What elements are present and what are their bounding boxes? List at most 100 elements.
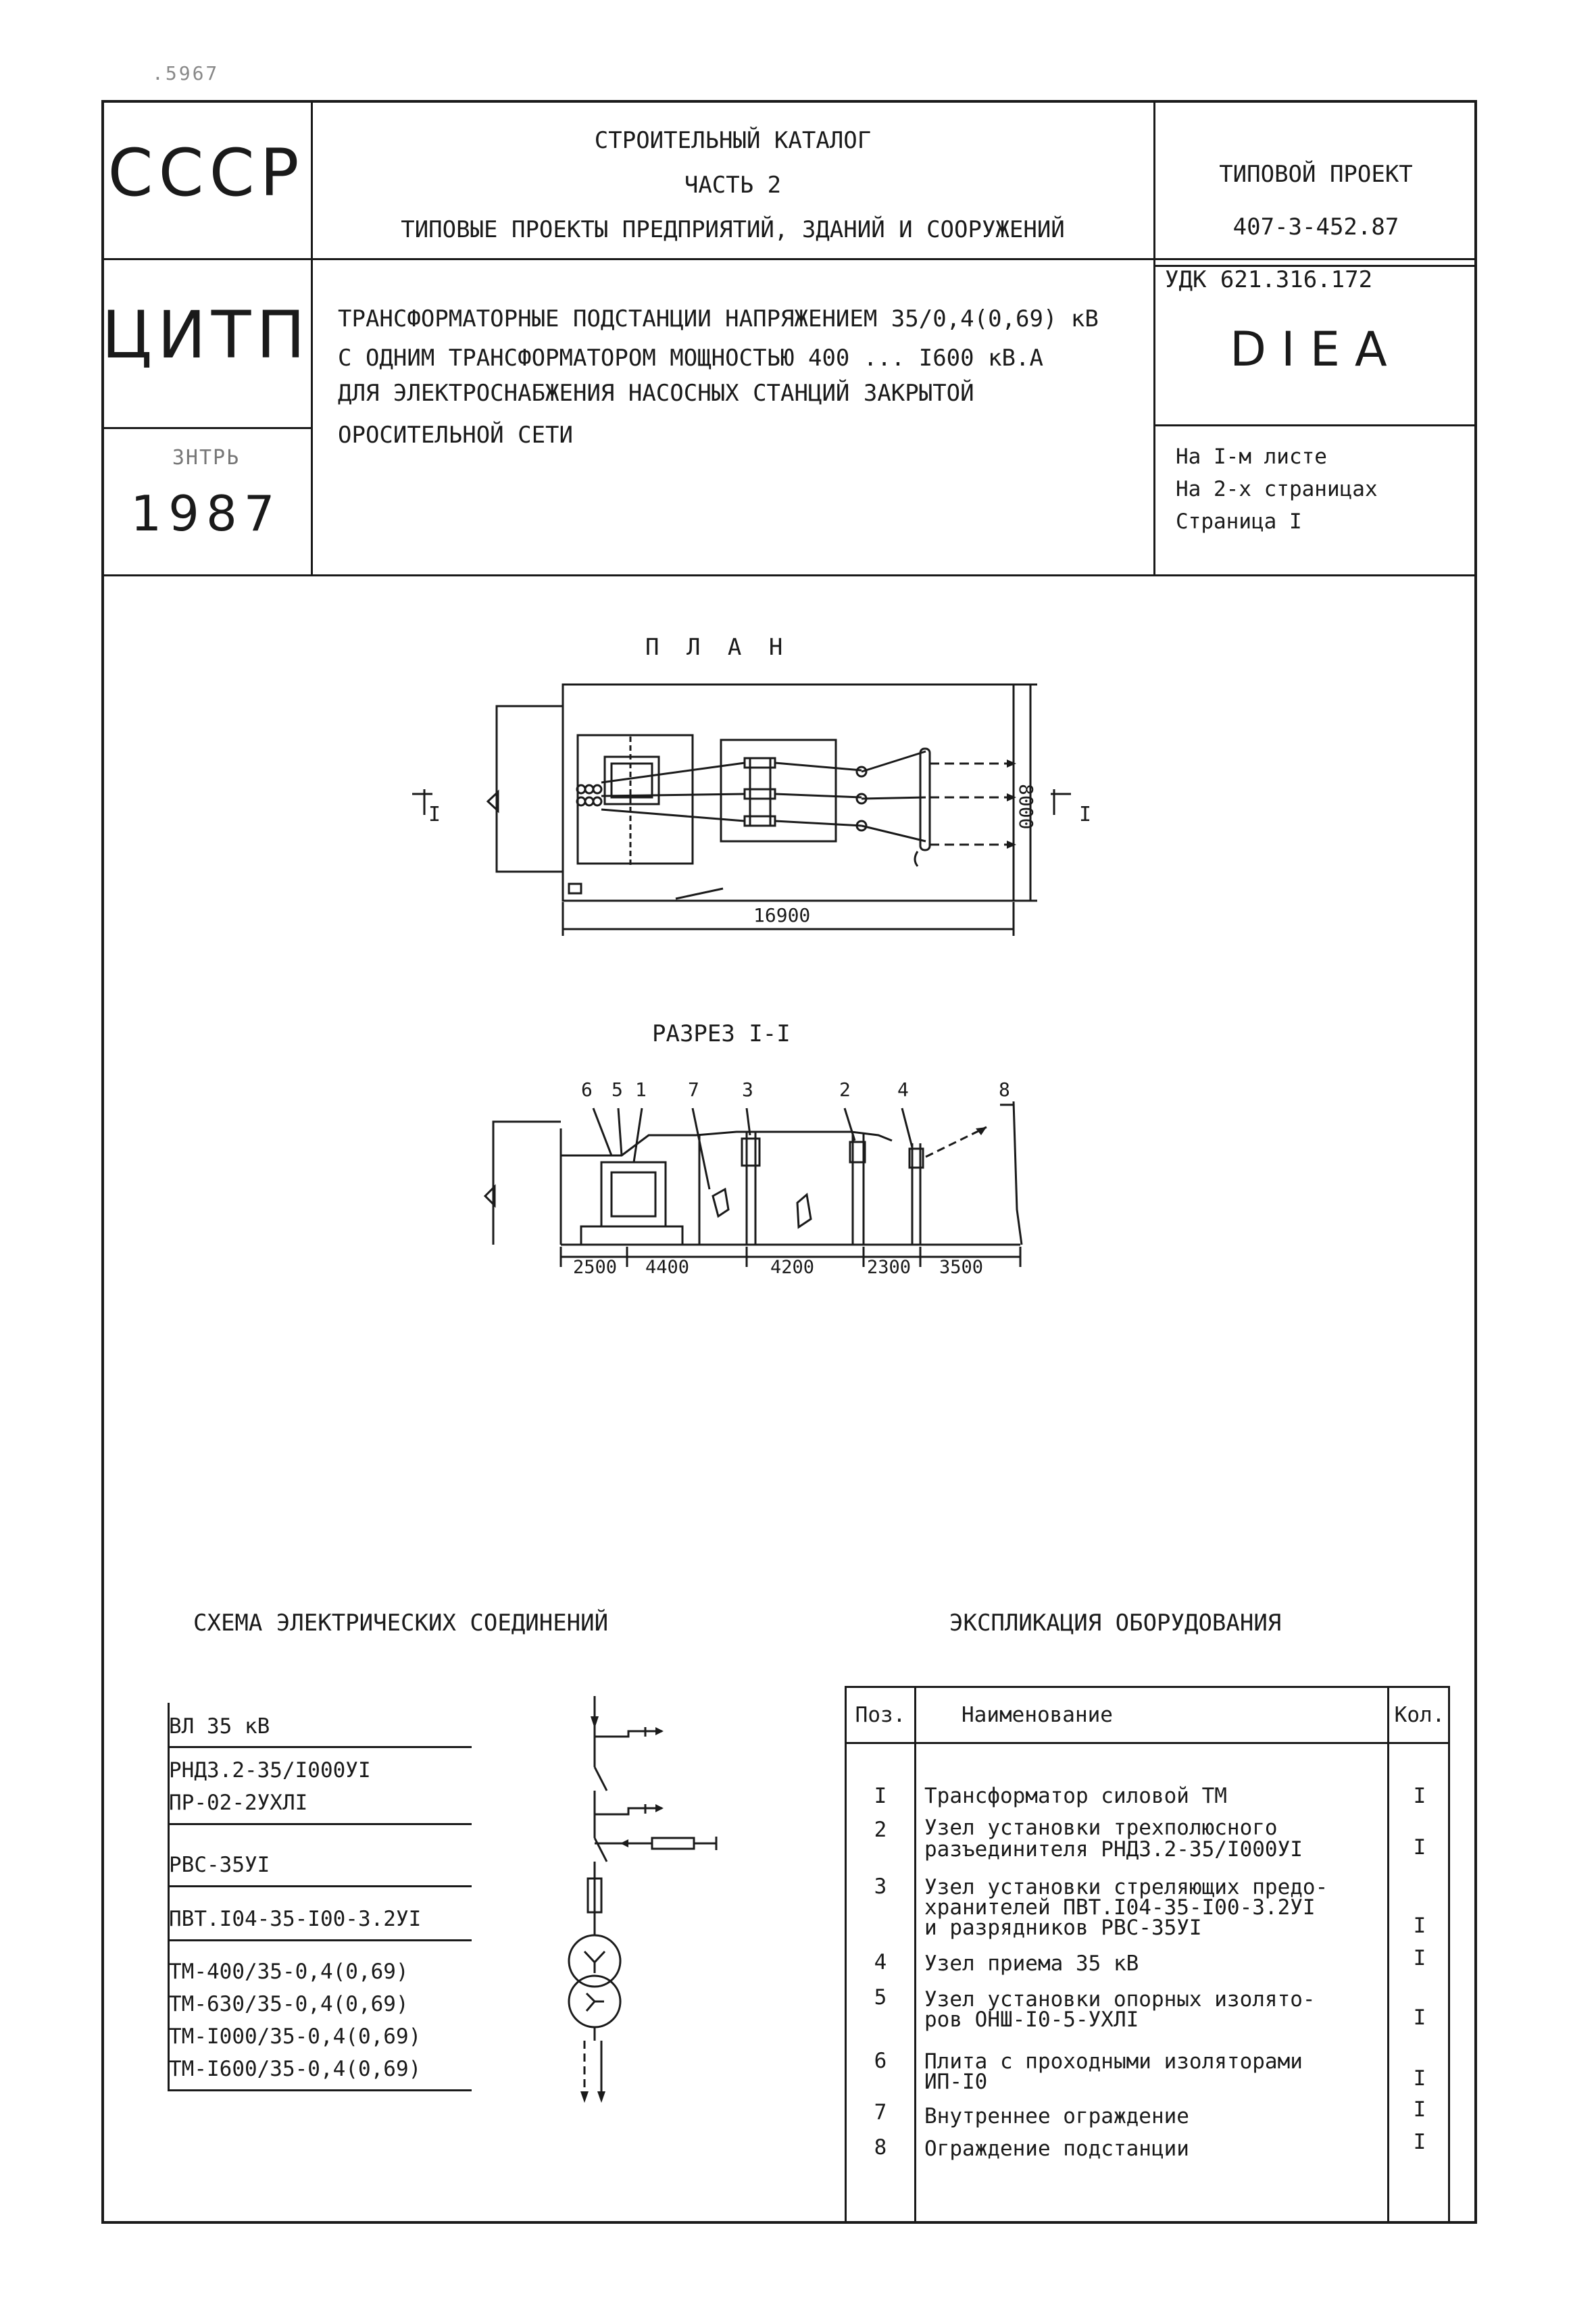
row-6-pos: 6 [874, 2049, 887, 2073]
description-line-3: ДЛЯ ЭЛЕКТРОСНАБЖЕНИЯ НАСОСНЫХ СТАНЦИЙ ЗА… [338, 380, 974, 407]
table-col-line-1 [914, 1688, 916, 2224]
schema-label-rndz: РНДЗ.2-35/I000УI [169, 1758, 371, 1783]
plan-dim-width: 16900 [753, 904, 811, 926]
row-2-name-1: Узел установки трехполюсного [924, 1816, 1278, 1840]
schema-label-pr: ПР-02-2УХЛI [169, 1791, 308, 1815]
row-3-name-1: Узел установки стреляющих предо- [924, 1875, 1328, 1899]
plan-drawing [412, 683, 1071, 936]
header-col-divider-2 [1153, 100, 1155, 576]
schema-label-vl: ВЛ 35 кВ [169, 1714, 270, 1739]
header-left-divider [101, 427, 312, 429]
row-1-name: Трансформатор силовой ТМ [924, 1784, 1227, 1808]
plan-section-mark-left: I [428, 803, 441, 826]
header-divider-2 [101, 574, 1477, 576]
section-dim-1: 2500 [573, 1257, 618, 1278]
row-8-name: Ограждение подстанции [924, 2137, 1189, 2161]
sheet-info-1: На I-м листе [1176, 445, 1327, 469]
row-2-name-2: разъединителя РНДЗ.2-35/I000УI [924, 1837, 1303, 1862]
callout-5: 5 [612, 1078, 623, 1101]
row-3-qty: I [1413, 1914, 1426, 1938]
schema-sep-5 [168, 2089, 472, 2091]
row-7-qty: I [1413, 2097, 1426, 2122]
schema-drawing [568, 1696, 718, 2103]
header-divider-1 [101, 258, 1477, 260]
project-code: DIEA [1230, 322, 1402, 377]
row-6-qty: I [1413, 2066, 1426, 2091]
row-5-name-2: ров ОНШ-I0-5-УХЛI [924, 2008, 1139, 2032]
description-line-2: С ОДНИМ ТРАНСФОРМАТОРОМ МОЩНОСТЬЮ 400 ..… [338, 345, 1043, 372]
schema-left-line [168, 1703, 170, 2091]
schema-title: СХЕМА ЭЛЕКТРИЧЕСКИХ СОЕДИНЕНИЙ [193, 1610, 609, 1637]
schema-label-tm630: ТМ-630/35-0,4(0,69) [169, 1992, 409, 2016]
sheet-info-2: На 2-х страницах [1176, 477, 1378, 501]
schema-sep-3 [168, 1885, 472, 1887]
row-2-qty: I [1413, 1835, 1426, 1860]
year-label: 1987 [130, 485, 282, 542]
callout-8: 8 [999, 1078, 1010, 1101]
sheet-info-3: Страница I [1176, 509, 1302, 534]
header-col-divider-1 [311, 100, 313, 576]
schema-label-tm1600: ТМ-I600/35-0,4(0,69) [169, 2057, 422, 2081]
row-5-pos: 5 [874, 1985, 887, 2010]
table-col-line-2 [1387, 1688, 1389, 2224]
row-7-pos: 7 [874, 2100, 887, 2124]
callout-7: 7 [688, 1078, 699, 1101]
plan-title: П Л А Н [645, 634, 790, 661]
page-corner-mark: .5967 [152, 62, 220, 84]
section-dim-5: 3500 [939, 1257, 984, 1278]
row-4-name: Узел приема 35 кВ [924, 1951, 1139, 1976]
catalog-subtitle: ТИПОВЫЕ ПРОЕКТЫ ПРЕДПРИЯТИЙ, ЗДАНИЙ И СО… [401, 216, 1065, 243]
explication-table: Поз. Наименование Кол. I Трансформатор с… [845, 1686, 1450, 2224]
catalog-title: СТРОИТЕЛЬНЫЙ КАТАЛОГ [594, 127, 872, 154]
section-dim-3: 4200 [770, 1257, 815, 1278]
callout-3: 3 [742, 1078, 753, 1101]
plan-fence [562, 683, 1015, 902]
row-1-pos: I [874, 1784, 887, 1808]
callout-2: 2 [839, 1078, 851, 1101]
project-label: ТИПОВОЙ ПРОЕКТ [1219, 161, 1413, 188]
callout-4: 4 [897, 1078, 909, 1101]
section-dim-4: 2300 [867, 1257, 912, 1278]
table-header-line [847, 1742, 1448, 1744]
org-label: ЦИТП [101, 297, 311, 373]
schema-label-pvt: ПВТ.I04-35-I00-3.2УI [169, 1907, 422, 1931]
table-header-pos: Поз. [855, 1703, 906, 1727]
row-8-pos: 8 [874, 2135, 887, 2160]
schema-sep-4 [168, 1939, 472, 1941]
catalog-part: ЧАСТЬ 2 [684, 172, 782, 199]
project-number: 407-3-452.87 [1232, 214, 1399, 241]
country-label: СССР [107, 135, 305, 211]
row-5-qty: I [1413, 2006, 1426, 2030]
section-drawing [483, 1101, 1023, 1267]
schema-label-tm400: ТМ-400/35-0,4(0,69) [169, 1960, 409, 1984]
schema-sep-2 [168, 1823, 472, 1825]
row-6-name-1: Плита с проходными изоляторами [924, 2049, 1303, 2074]
row-4-qty: I [1413, 1946, 1426, 1970]
row-8-qty: I [1413, 2130, 1426, 2154]
description-line-4: ОРОСИТЕЛЬНОЙ СЕТИ [338, 422, 573, 449]
section-dim-2: 4400 [645, 1257, 690, 1278]
month-label: ЗНТРЬ [172, 446, 241, 470]
description-line-1: ТРАНСФОРМАТОРНЫЕ ПОДСТАНЦИИ НАПРЯЖЕНИЕМ … [338, 305, 1099, 332]
row-5-name-1: Узел установки опорных изолято- [924, 1987, 1316, 2012]
schema-label-tm1000: ТМ-I000/35-0,4(0,69) [169, 2024, 422, 2049]
row-4-pos: 4 [874, 1950, 887, 1974]
row-3-name-3: и разрядников РВС-35УI [924, 1916, 1202, 1940]
row-6-name-2: ИП-I0 [924, 2070, 988, 2094]
header-right-divider-1 [1153, 265, 1477, 267]
row-3-pos: 3 [874, 1874, 887, 1899]
schema-sep-1 [168, 1746, 472, 1748]
row-3-name-2: хранителей ПВТ.I04-35-I00-3.2УI [924, 1895, 1316, 1920]
callout-1: 1 [635, 1078, 647, 1101]
header-right-divider-2 [1153, 424, 1477, 426]
schema-label-rvs: РВС-35УI [169, 1853, 270, 1877]
udk-label: УДК 621.316.172 [1165, 266, 1373, 293]
table-header-name: Наименование [962, 1703, 1113, 1727]
callout-6: 6 [581, 1078, 593, 1101]
row-7-name: Внутреннее ограждение [924, 2104, 1189, 2129]
section-title: РАЗРЕЗ I-I [652, 1020, 791, 1047]
drawing-frame [101, 100, 1477, 2224]
row-1-qty: I [1413, 1784, 1426, 1808]
table-header-qty: Кол. [1394, 1703, 1445, 1727]
plan-section-mark-right: I [1079, 803, 1092, 826]
